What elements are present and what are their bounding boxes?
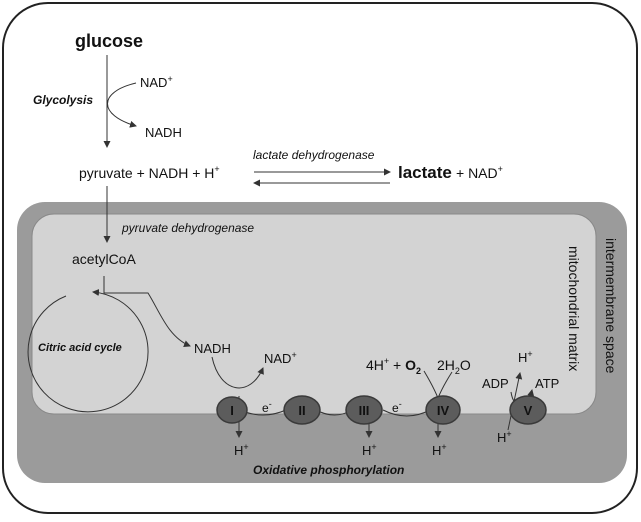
nad-plus-matrix-text: NAD (264, 351, 291, 366)
proton-out-2-text: H (362, 443, 371, 458)
complex-v: V (509, 395, 547, 425)
oxidative-phosphorylation-label: Oxidative phosphorylation (253, 463, 404, 477)
complex-ii: II (283, 395, 321, 425)
nad-product-charge: + (498, 164, 503, 174)
proton-charge: + (214, 164, 219, 174)
acetylcoa-to-cycle-arrow (103, 276, 191, 347)
mitochondrial-matrix-label: mitochondrial matrix (566, 246, 582, 371)
proton-out-1-charge: + (243, 442, 248, 452)
oxygen-reduction-reactants: 4H+ + O2 (366, 356, 421, 376)
electron-charge-1: - (269, 399, 272, 409)
complex-ii-body (283, 395, 321, 425)
complex-iii-body (345, 395, 383, 425)
complex-v-body (509, 395, 547, 425)
citric-acid-cycle-loop (27, 289, 149, 413)
nad-plus-text: NAD (140, 75, 167, 90)
pyruvate-dehydrogenase-label: pyruvate dehydrogenase (121, 221, 254, 235)
mitochondrial-matrix-region (31, 213, 597, 415)
complex-iv: IV (425, 395, 461, 425)
proton-out-2-charge: + (371, 442, 376, 452)
proton-count-charge: + (384, 356, 389, 366)
proton-in-charge: + (506, 429, 511, 439)
nad-plus-glycolysis: NAD+ (140, 74, 173, 90)
complex-iv-label: IV (437, 403, 450, 418)
adp-label: ADP (482, 376, 509, 391)
electron-text-2: e (392, 401, 399, 415)
water-text: 2H (437, 357, 455, 373)
lactate-dehydrogenase-label: lactate dehydrogenase (253, 148, 375, 162)
proton-count-text: 4H (366, 357, 384, 373)
proton-in: H+ (497, 429, 512, 445)
glycolysis-label: Glycolysis (33, 93, 93, 107)
complex-ii-label: II (298, 403, 305, 418)
complex-iii-label: III (359, 403, 370, 418)
nad-product-text: + NAD (456, 165, 498, 181)
nad-plus-matrix-charge: + (291, 350, 296, 360)
electron-label-2: e- (392, 399, 402, 415)
proton-out-3-charge: + (441, 442, 446, 452)
water-product: 2H2O (437, 357, 471, 376)
lactate-products: + NAD+ (456, 164, 503, 181)
lactate-label: lactate (398, 163, 452, 182)
complex-v-label: V (524, 403, 533, 418)
electron-charge-2: - (399, 399, 402, 409)
oxygen-symbol: O (405, 357, 416, 373)
glucose-label: glucose (75, 31, 143, 51)
nadh-oxidation-arrow (211, 356, 264, 389)
water-oxygen: O (460, 357, 471, 373)
acetylcoa-label: acetylCoA (72, 251, 136, 267)
proton-matrix-charge: + (527, 349, 532, 359)
proton-matrix-text: H (518, 350, 527, 365)
electron-text-1: e (262, 401, 269, 415)
pyruvate-equation: pyruvate + NADH + H+ (79, 164, 220, 181)
proton-out-3: H+ (432, 442, 447, 458)
proton-matrix: H+ (518, 349, 533, 365)
proton-out-2: H+ (362, 442, 377, 458)
oxygen-plus: + (389, 357, 405, 373)
nad-reduction-arrow (107, 82, 137, 128)
oxygen-subscript: 2 (416, 366, 421, 376)
citric-acid-cycle-label: Citric acid cycle (38, 342, 122, 354)
electron-label-1: e- (262, 399, 272, 415)
proton-out-1-text: H (234, 443, 243, 458)
pyruvate-equation-text: pyruvate + NADH + H (79, 165, 214, 181)
complex-i-body (216, 396, 248, 424)
complex-iii: III (345, 395, 383, 425)
proton-in-text: H (497, 430, 506, 445)
atp-label: ATP (535, 376, 559, 391)
nad-plus-matrix: NAD+ (264, 350, 297, 366)
proton-out-3-text: H (432, 443, 441, 458)
complex-iv-body (425, 395, 461, 425)
complex-i-label: I (230, 403, 234, 418)
intermembrane-space-label: intermembrane space (603, 238, 619, 374)
nadh-matrix: NADH (194, 341, 231, 356)
nad-plus-charge: + (167, 74, 172, 84)
water-subscript: 2 (455, 366, 460, 376)
complex-i: I (216, 396, 248, 424)
nadh-glycolysis: NADH (145, 125, 182, 140)
proton-out-1: H+ (234, 442, 249, 458)
